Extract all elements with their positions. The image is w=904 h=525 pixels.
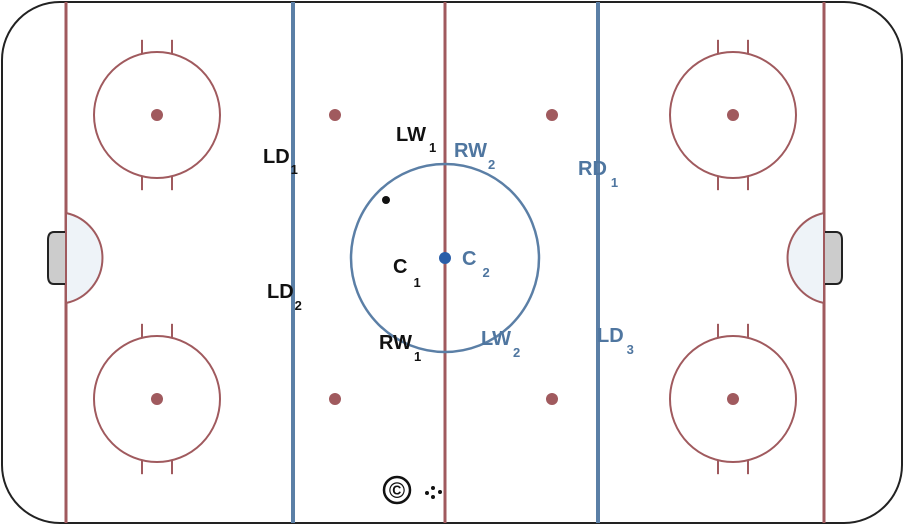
player-rw1: RW1 [379,332,421,364]
faceoff-circle-left-top [93,39,221,191]
player-rw2: RW2 [454,140,495,172]
faceoff-circle-ring [93,51,221,179]
player-c1: C1 [393,256,421,290]
player-lw2: LW2 [481,328,520,360]
faceoff-circle-ring [669,51,797,179]
faceoff-circle-right-top [669,39,797,191]
puck-group-icon [425,486,442,499]
center-circle [349,162,541,354]
faceoff-dot [151,109,163,121]
neutral-dot-right-bottom [546,393,558,405]
faceoff-circle-ring [93,335,221,463]
left-net [47,231,67,285]
neutral-dot-left-bottom [329,393,341,405]
player-ld3: LD3 [597,325,634,357]
copyright-ring [382,475,412,505]
neutral-dot-right-top [546,109,558,121]
neutral-dot-left-top [329,109,341,121]
right-goal-crease [786,211,825,305]
player-lw1: LW1 [396,124,436,155]
faceoff-dot [727,393,739,405]
player-c2: C2 [462,248,490,280]
player-rd1: RD1 [578,158,618,190]
puck-icon [382,196,390,204]
faceoff-dot [151,393,163,405]
faceoff-circle-left-bottom [93,323,221,475]
player-ld1: LD1 [263,146,298,177]
center-faceoff-dot [439,252,451,264]
faceoff-dot [727,109,739,121]
right-net [823,231,843,285]
faceoff-circle-ring [669,335,797,463]
left-goal-crease [65,211,104,305]
player-ld2: LD2 [267,281,302,313]
copyright-symbol: © [389,478,405,503]
faceoff-circle-right-bottom [669,323,797,475]
